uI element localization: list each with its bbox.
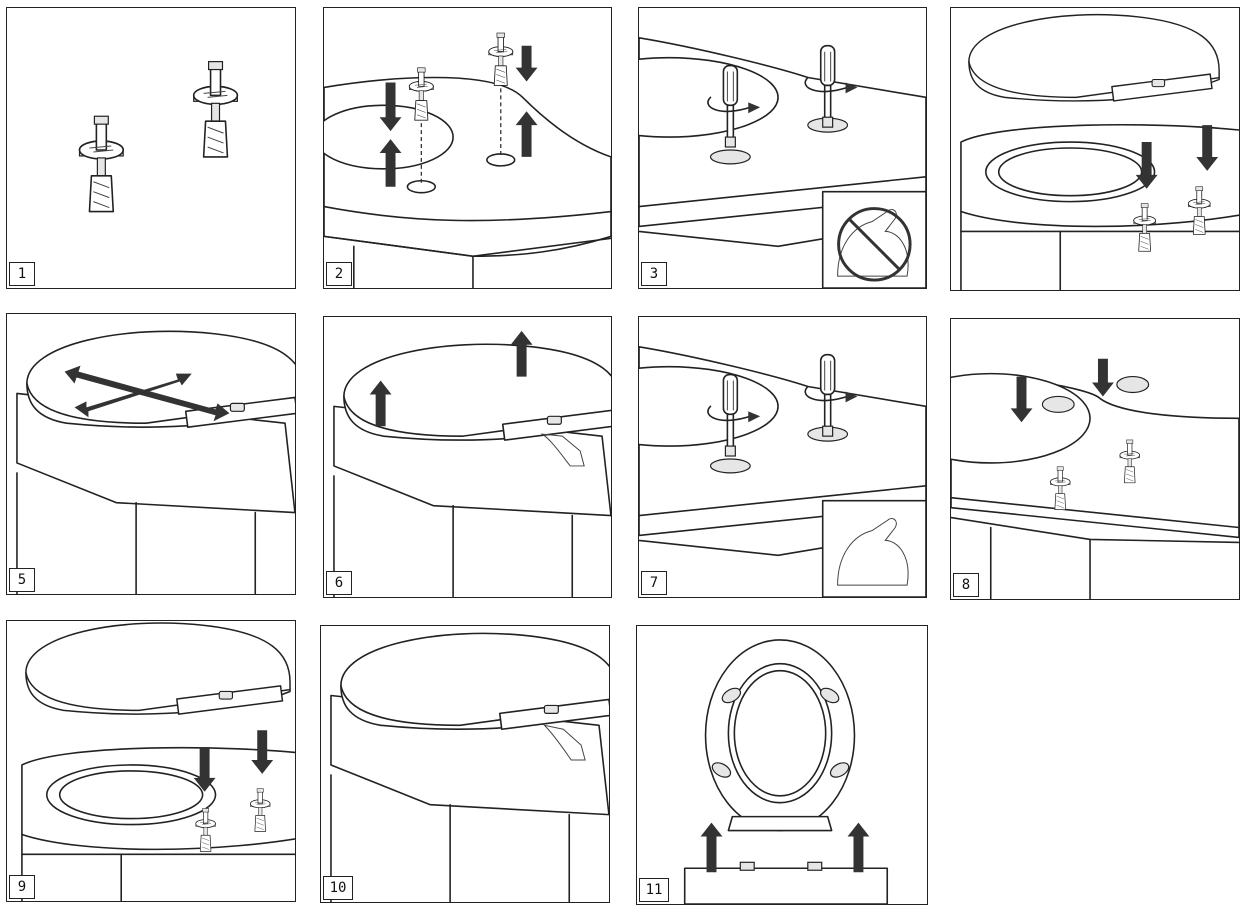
- arrow-up: [700, 822, 723, 873]
- toilet-seat: [340, 632, 609, 731]
- step-6-illustration: [333, 330, 611, 597]
- arrow-down: [1092, 358, 1114, 397]
- step-3-panel: 3: [638, 7, 927, 289]
- step-10-illustration: [330, 632, 609, 902]
- toilet-seat: [968, 13, 1220, 102]
- arm-icon: [837, 518, 909, 586]
- step-number: 3: [641, 262, 667, 286]
- step-2-panel: 2: [323, 7, 612, 289]
- arrow-down: [1010, 376, 1033, 423]
- cover-cap: [1116, 375, 1150, 394]
- hand: [542, 724, 586, 761]
- step-4-panel: 4: [950, 7, 1240, 291]
- arrow-up: [515, 111, 538, 157]
- toilet-seat: [25, 622, 291, 715]
- prohibited-icon: [837, 207, 912, 282]
- arrow-up: [379, 139, 402, 187]
- step-number: 11: [639, 878, 669, 902]
- step-3-illustration: [639, 36, 926, 288]
- step-2-illustration: [324, 32, 611, 288]
- step-number: 2: [326, 262, 352, 286]
- step-7-illustration: [639, 345, 926, 597]
- step-5-illustration: [16, 330, 295, 594]
- step-4-illustration: [960, 13, 1239, 290]
- step-8-illustration: [951, 358, 1239, 599]
- mounting-hole-right: [486, 153, 516, 167]
- step-1-illustration: [78, 60, 239, 213]
- step-11-illustration: [683, 639, 889, 904]
- step-9-illustration: [21, 622, 295, 901]
- step-5-panel: 5: [6, 313, 296, 595]
- toilet-back: [683, 867, 889, 904]
- arrow-up: [847, 822, 870, 873]
- step-1-panel: 1: [6, 7, 296, 289]
- step-11-panel: 11: [636, 625, 928, 905]
- step-number: 6: [326, 571, 352, 595]
- arrow-double: [64, 365, 230, 422]
- step-number: 5: [9, 568, 35, 592]
- step-number: 8: [953, 573, 979, 597]
- step-number: 9: [9, 875, 35, 899]
- step-10-panel: 10: [320, 625, 610, 903]
- step-number: 10: [323, 876, 353, 900]
- hand: [540, 433, 585, 467]
- toilet-seat: [26, 330, 295, 428]
- cover-cap: [1041, 395, 1075, 413]
- inset-tighten-firmly: [821, 499, 926, 597]
- arrow-up: [369, 380, 392, 427]
- hinge-fixing-right: [192, 60, 239, 158]
- arrow-down: [515, 45, 538, 82]
- step-9-panel: 9: [6, 620, 296, 902]
- step-6-panel: 6: [323, 316, 612, 598]
- arrow-down: [251, 730, 274, 774]
- arrow-double: [74, 373, 192, 418]
- arrow-down: [1135, 142, 1158, 189]
- step-number: 7: [641, 571, 667, 595]
- step-7-panel: 7: [638, 316, 927, 598]
- step-8-panel: 8: [950, 318, 1240, 600]
- arrow-up: [510, 330, 533, 377]
- arrow-down: [193, 747, 216, 792]
- arrow-down: [1196, 125, 1219, 171]
- hinge-fixing-left: [78, 115, 124, 213]
- arrow-down: [379, 82, 402, 132]
- step-number: 1: [9, 262, 35, 286]
